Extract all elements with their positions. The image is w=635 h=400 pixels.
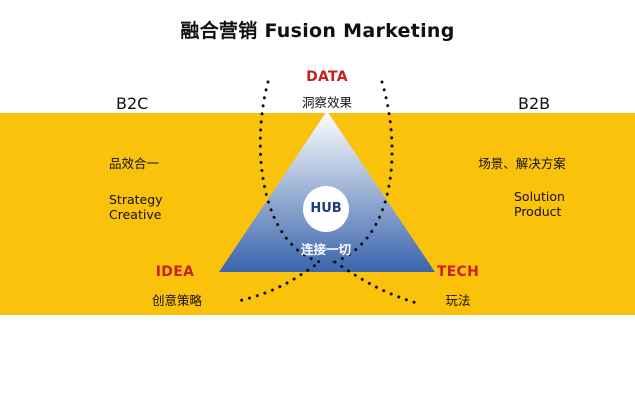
segment-b2c: B2C: [116, 94, 149, 113]
diagram-title: 融合营销 Fusion Marketing: [180, 20, 455, 42]
segment-b2b: B2B: [518, 94, 551, 113]
left-panel-line1: 品效合一: [109, 156, 160, 171]
idea-caption: 创意策略: [151, 293, 202, 308]
dotted-curve-right: [331, 80, 422, 306]
data-caption: 洞察效果: [301, 95, 352, 110]
right-panel-line2: Solution: [514, 189, 565, 204]
data-keyword: DATA: [306, 69, 348, 85]
idea-keyword: IDEA: [155, 264, 195, 280]
hub-circle: [303, 186, 349, 232]
tech-caption: 玩法: [445, 293, 471, 308]
left-panel-line2: Strategy: [109, 192, 163, 207]
left-panel-line3: Creative: [109, 207, 162, 222]
tech-keyword: TECH: [436, 264, 480, 280]
right-panel-line3: Product: [514, 204, 562, 219]
hub-label: HUB: [310, 201, 342, 216]
hub-caption: 连接一切: [300, 242, 351, 257]
right-panel-line1: 场景、解决方案: [478, 156, 566, 171]
